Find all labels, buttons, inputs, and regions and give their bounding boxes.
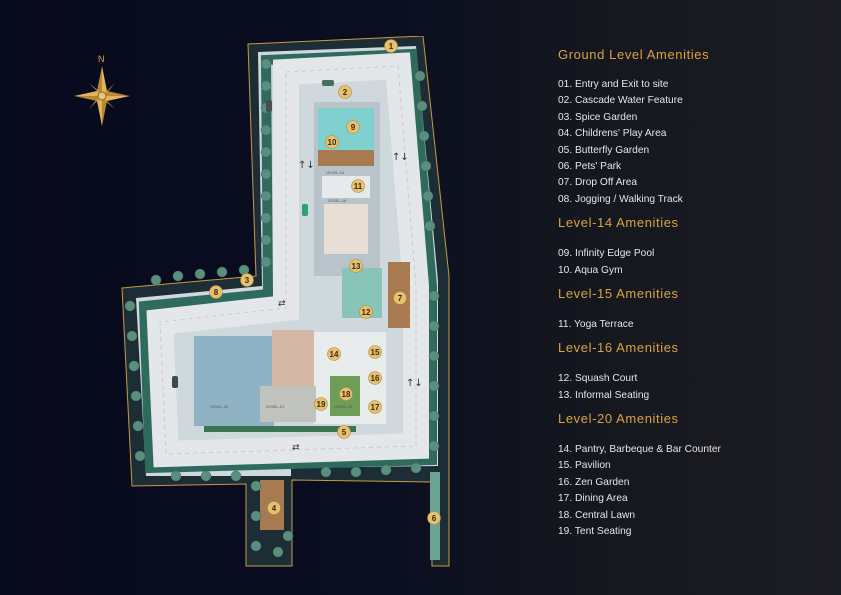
level-label: LEVEL-16: [328, 198, 347, 203]
legend-item: 18. Central Lawn: [558, 509, 636, 521]
legend-section-level20: Level-20 Amenities 14. Pantry, Barbeque …: [558, 410, 828, 540]
marker-13[interactable]: 13: [349, 259, 363, 273]
podium-roof: [272, 330, 314, 388]
svg-text:1: 1: [389, 42, 394, 51]
svg-text:7: 7: [398, 294, 403, 303]
marker-8[interactable]: 8: [209, 285, 223, 299]
legend-item: 09. Infinity Edge Pool: [558, 248, 655, 260]
legend-item: 14. Pantry, Barbeque & Bar Counter: [558, 444, 721, 456]
compass-north-label: N: [98, 54, 105, 64]
legend-item: 01. Entry and Exit to site: [558, 79, 669, 90]
svg-text:12: 12: [362, 308, 371, 317]
car-icon: [172, 376, 178, 388]
traffic-arrow-icon: ⇄: [292, 443, 300, 453]
marker-3[interactable]: 3: [240, 273, 254, 287]
legend-title: Level-20 Amenities: [558, 411, 679, 427]
svg-text:18: 18: [342, 390, 351, 399]
marker-1[interactable]: 1: [384, 39, 398, 53]
marker-14[interactable]: 14: [327, 347, 341, 361]
svg-text:8: 8: [214, 288, 219, 297]
marker-12[interactable]: 12: [359, 305, 373, 319]
marker-16[interactable]: 16: [368, 371, 382, 385]
svg-text:9: 9: [351, 123, 356, 132]
planting-belt: [138, 48, 437, 474]
traffic-arrow-icon: ⇄: [278, 299, 286, 309]
marker-4[interactable]: 4: [267, 501, 281, 515]
marker-7[interactable]: 7: [393, 291, 407, 305]
legend-item: 07. Drop Off Area: [558, 177, 638, 189]
marker-17[interactable]: 17: [368, 400, 382, 414]
svg-text:11: 11: [354, 182, 363, 191]
marker-2[interactable]: 2: [338, 85, 352, 99]
level-label: LEVEL-21: [266, 404, 285, 409]
driveway-center-line: [159, 65, 417, 455]
legend-section-level16: Level-16 Amenities 12. Squash Court 13. …: [558, 339, 828, 404]
legend-title: Level-14 Amenities: [558, 215, 679, 231]
svg-text:14: 14: [330, 350, 339, 359]
svg-text:19: 19: [317, 400, 326, 409]
legend-section-level15: Level-15 Amenities 11. Yoga Terrace: [558, 285, 828, 333]
svg-text:10: 10: [328, 138, 337, 147]
legend-item: 17. Dining Area: [558, 493, 628, 505]
garden-hedge: [204, 426, 356, 432]
legend-title: Level-15 Amenities: [558, 285, 679, 301]
legend-section-level14: Level-14 Amenities 09. Infinity Edge Poo…: [558, 214, 828, 279]
legend-item: 15. Pavilion: [558, 460, 611, 472]
marker-9[interactable]: 9: [346, 120, 360, 134]
level21-block: [260, 386, 316, 422]
svg-text:3: 3: [245, 276, 250, 285]
marker-10[interactable]: 10: [325, 135, 339, 149]
svg-text:16: 16: [371, 374, 380, 383]
legend-item: 10. Aqua Gym: [558, 264, 623, 276]
legend-item: 12. Squash Court: [558, 373, 638, 385]
traffic-arrow-icon: ↑↓: [392, 152, 409, 163]
legend-item: 13. Informal Seating: [558, 389, 650, 401]
marker-11[interactable]: 11: [351, 179, 365, 193]
site-plan-map: ↑↓ ↑↓ ↑↓ ⇄ ⇄ LEVEL-14 LEVEL-16 LEVEL-20 …: [121, 36, 450, 567]
legend-item: 19. Tent Seating: [558, 526, 632, 538]
level-label: LEVEL-20: [334, 404, 353, 409]
legend-section-ground: Ground Level Amenities 01. Entry and Exi…: [558, 46, 828, 208]
trees: [124, 58, 440, 558]
svg-text:5: 5: [342, 428, 347, 437]
legend-title: Ground Level Amenities: [558, 47, 710, 62]
compass-rose-icon: [74, 66, 130, 126]
amenities-legend: Ground Level Amenities 01. Entry and Exi…: [558, 46, 828, 546]
legend-item: 05. Butterfly Garden: [558, 144, 650, 156]
traffic-arrow-icon: ↑↓: [298, 160, 315, 171]
car-icon: [266, 100, 272, 112]
svg-text:15: 15: [371, 348, 380, 357]
svg-text:4: 4: [272, 504, 277, 513]
level-label: LEVEL-20: [210, 404, 229, 409]
marker-15[interactable]: 15: [368, 345, 382, 359]
legend-item: 04. Childrens' Play Area: [558, 128, 667, 140]
svg-text:6: 6: [432, 514, 437, 523]
svg-text:2: 2: [343, 88, 348, 97]
car-icon: [302, 204, 308, 216]
legend-title: Level-16 Amenities: [558, 340, 679, 356]
legend-item: 02. Cascade Water Feature: [558, 95, 683, 107]
marker-19[interactable]: 19: [314, 397, 328, 411]
legend-item: 16. Zen Garden: [558, 476, 630, 488]
svg-text:13: 13: [352, 262, 361, 271]
pool-deck: [318, 150, 374, 166]
level16-block: [324, 204, 368, 254]
legend-item: 11. Yoga Terrace: [558, 318, 634, 330]
marker-18[interactable]: 18: [339, 387, 353, 401]
traffic-arrow-icon: ↑↓: [406, 378, 423, 389]
marker-5[interactable]: 5: [337, 425, 351, 439]
level-label: LEVEL-14: [326, 170, 345, 175]
legend-item: 03. Spice Garden: [558, 111, 638, 123]
car-icon: [322, 80, 334, 86]
marker-6[interactable]: 6: [427, 511, 441, 525]
legend-item: 06. Pets' Park: [558, 160, 622, 172]
svg-text:17: 17: [371, 403, 380, 412]
compass: N: [72, 54, 132, 128]
legend-item: 08. Jogging / Walking Track: [558, 193, 683, 205]
